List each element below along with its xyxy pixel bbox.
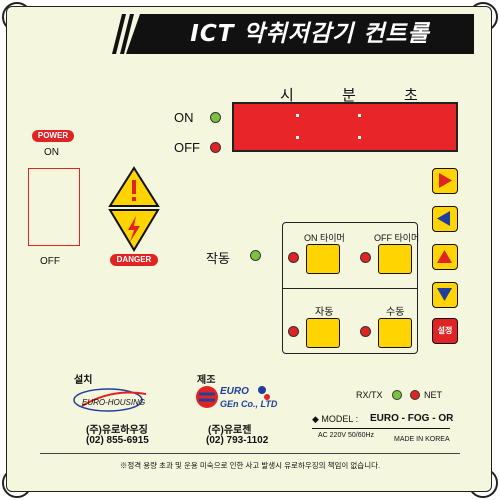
installer-heading: 설치 [74,375,93,386]
installer-company: (주)유로하우징 [86,425,148,436]
eurogen-logo-dot-1 [258,386,266,394]
on-timer-button[interactable] [306,244,340,274]
manufacturer-phone: (02) 793-1102 [206,435,269,446]
power-off-label: OFF [40,256,60,267]
down-arrow-icon [437,288,452,301]
manufacturer-heading: 제조 [197,375,216,386]
footer-divider [40,453,460,454]
on-timer-led [288,252,299,263]
net-label: NET [424,390,442,400]
display-off-led [210,142,221,153]
auto-label: 자동 [315,307,334,318]
power-on-label: ON [44,147,59,158]
display-on-led [210,112,221,123]
on-timer-label: ON 타이머 [304,233,345,243]
net-led [410,390,420,400]
operation-led [250,250,261,261]
footer-note: ※정격 용량 초과 및 운용 미숙으로 인한 사고 발생시 유로하우징의 책임이… [119,461,381,470]
display-on-label: ON [174,110,194,125]
model-origin: MADE IN KOREA [394,436,450,443]
manual-led [360,326,371,337]
model-power: AC 220V 50/60Hz [318,432,375,439]
operation-label: 작동 [206,251,230,266]
timer-display [232,102,458,152]
auto-led [288,326,299,337]
model-prefix: ◆ MODEL : [312,414,359,424]
off-timer-label: OFF 타이머 [374,233,420,243]
installer-phone: (02) 855-6915 [86,435,149,446]
rxtx-label: RX/TX [356,390,383,400]
up-arrow-button[interactable] [432,244,458,270]
euro-housing-logo-text: EURO-HOUSING [82,398,146,407]
unit-second: 초 [404,87,418,104]
unit-minute: 분 [342,87,356,104]
page-title: ICT 악취저감기 컨트롤 [190,21,430,47]
right-arrow-icon [439,173,452,188]
euro-housing-logo-swoosh [73,388,147,412]
power-switch[interactable] [28,168,80,246]
display-separator-4 [358,136,361,139]
right-arrow-button[interactable] [432,168,458,194]
eurogen-logo-icon [196,386,218,408]
danger-badge: DANGER [110,254,158,266]
left-arrow-icon [437,211,450,226]
display-off-label: OFF [174,140,200,155]
eurogen-logo-dot-2 [264,394,270,400]
model-underline [312,428,450,429]
unit-hour: 시 [280,87,294,104]
model-name: EURO - FOG - OR [370,413,454,424]
timer-panel-divider [283,288,417,289]
manual-button[interactable] [378,318,412,348]
timer-control-panel [282,222,418,354]
power-badge: POWER [32,130,74,142]
off-timer-led [360,252,371,263]
down-arrow-button[interactable] [432,282,458,308]
settings-button[interactable]: 설정 [432,318,458,344]
eurogen-logo-bottom: GEn Co., LTD [220,399,278,409]
auto-button[interactable] [306,318,340,348]
rxtx-led [392,390,402,400]
manual-label: 수동 [386,307,405,318]
display-separator-2 [296,136,299,139]
eurogen-logo-top: EURO [220,386,249,397]
high-voltage-icon [108,209,160,252]
left-arrow-button[interactable] [432,206,458,232]
title-stripes [112,14,134,54]
manufacturer-company: (주)유로젠 [208,425,252,436]
title-bar [126,14,474,54]
caution-icon [108,166,160,207]
up-arrow-icon [437,250,452,263]
off-timer-button[interactable] [378,244,412,274]
display-separator-3 [358,114,361,117]
display-separator-1 [296,114,299,117]
